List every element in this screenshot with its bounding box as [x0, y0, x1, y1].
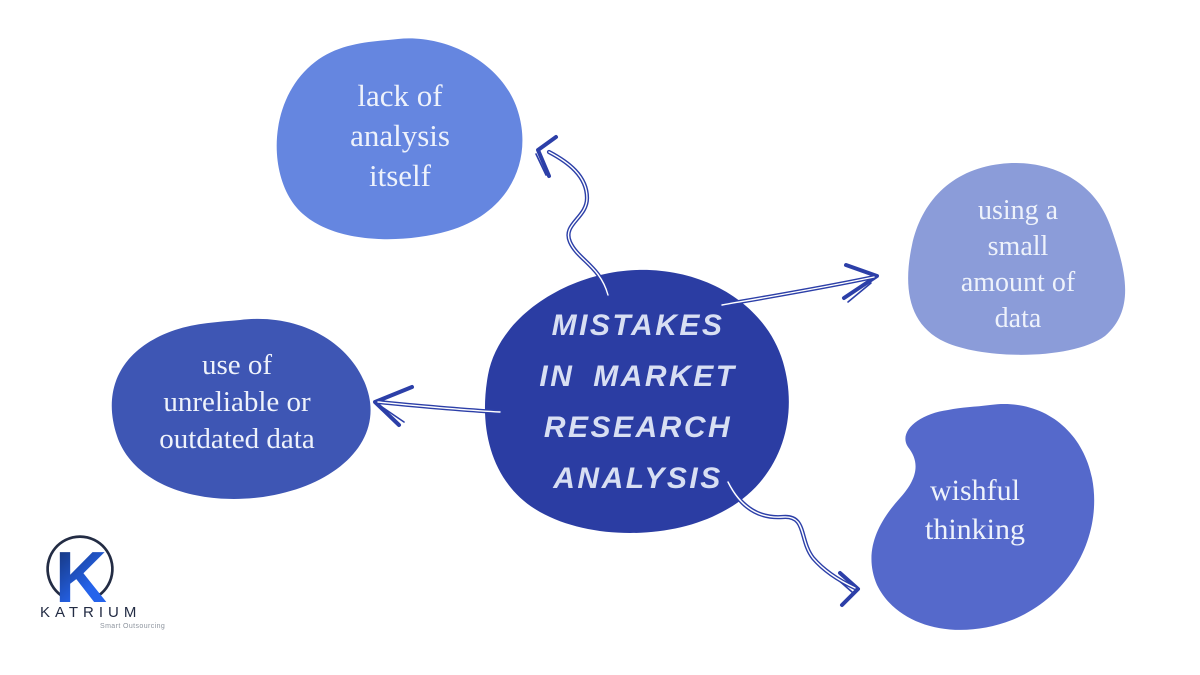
arrowhead-to-lack-extra: [535, 153, 547, 176]
arrowhead-to-unreliable-extra: [381, 406, 405, 423]
blob-wishful-thinking: [871, 403, 1095, 630]
arrow-to-lack: [546, 149, 611, 298]
arrowhead-to-unreliable: [373, 385, 414, 427]
node-label-lack-of-analysis: lack of analysis itself: [350, 78, 450, 193]
arrowhead-to-lack: [536, 135, 558, 178]
arrowhead-to-small: [842, 263, 879, 300]
logo-circle-icon: [46, 535, 114, 599]
logo-tagline: Smart Outsourcing: [100, 623, 166, 630]
node-label-wishful-thinking: wishful thinking: [924, 474, 1025, 546]
arrowhead-to-small-extra: [847, 282, 872, 303]
arrow-cores: [377, 151, 875, 589]
center-topic-label: MISTAKES IN MARKET RESEARCH ANALYSIS: [539, 309, 737, 495]
node-label-small-amount-of-data: using a small amount of data: [960, 195, 1076, 334]
blob-lack-of-analysis: [276, 38, 523, 240]
katrium-logo: K KATRIUM Smart Outsourcing: [38, 530, 188, 640]
blob-unreliable-data: [111, 318, 371, 499]
blob-center: [484, 269, 789, 533]
logo-k-monogram: K: [55, 538, 107, 618]
blob-small-amount-data: [908, 163, 1126, 355]
arrowhead-to-wishful-extra: [835, 577, 853, 593]
arrowhead-to-wishful: [838, 571, 860, 607]
logo-brand-name: KATRIUM: [40, 604, 142, 621]
node-label-unreliable-outdated-data: use of unreliable or outdated data: [159, 349, 315, 455]
